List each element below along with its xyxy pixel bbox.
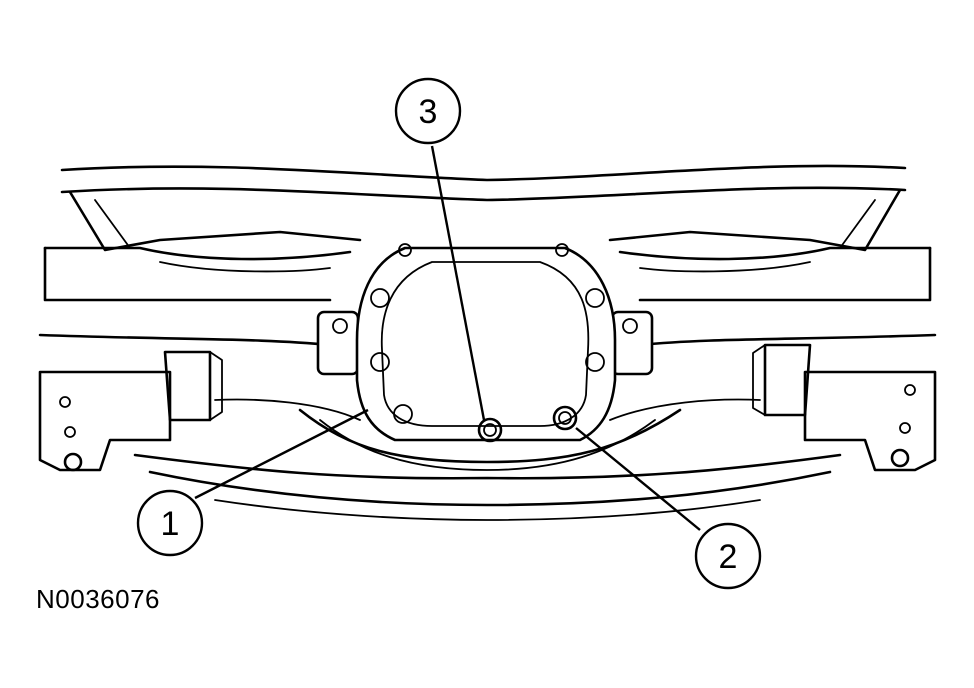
fill-plug[interactable] bbox=[477, 417, 503, 443]
right-spring-mount bbox=[752, 343, 937, 472]
callout-2: 2 bbox=[694, 522, 762, 590]
callout-2-label: 2 bbox=[719, 538, 738, 576]
callout-3: 3 bbox=[394, 77, 462, 145]
differential-cover[interactable] bbox=[355, 246, 617, 442]
left-spring-mount bbox=[38, 350, 223, 472]
differential-housing bbox=[298, 310, 682, 471]
figure-id-label: N0036076 bbox=[36, 584, 160, 614]
cover-bolts bbox=[370, 243, 605, 443]
callout-3-label: 3 bbox=[419, 93, 438, 131]
callout-1-label: 1 bbox=[161, 505, 180, 543]
drain-bolt[interactable] bbox=[552, 405, 578, 431]
lower-leaf-spring bbox=[133, 398, 842, 521]
callout-leaders bbox=[194, 145, 701, 531]
axle-tubes bbox=[38, 246, 937, 347]
frame-crossmember bbox=[60, 164, 907, 252]
callout-1: 1 bbox=[136, 489, 204, 557]
